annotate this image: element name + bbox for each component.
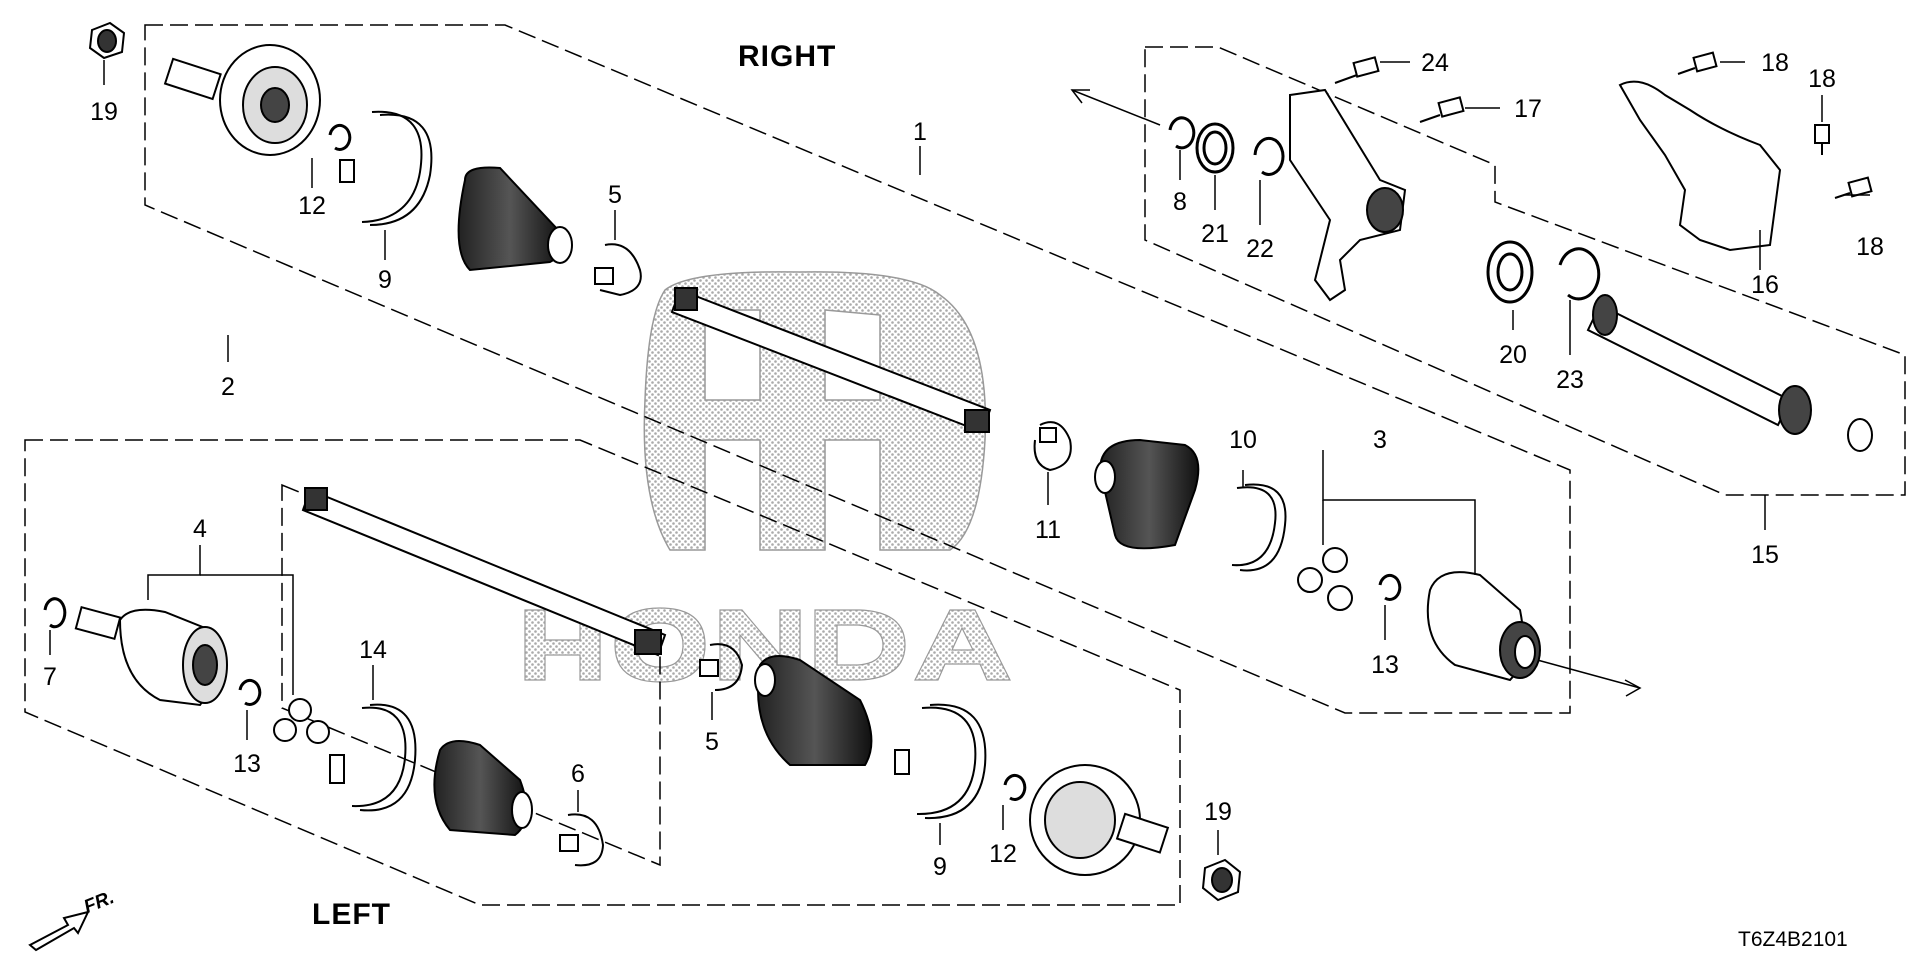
callout-15: 15 <box>1751 541 1779 569</box>
callout-9-left: 9 <box>933 853 947 881</box>
outer-cv-joint-left <box>1029 764 1170 876</box>
callout-21: 21 <box>1201 220 1229 248</box>
outer-boot-left <box>754 655 873 766</box>
callout-11: 11 <box>1035 516 1061 544</box>
callout-24: 24 <box>1421 49 1449 77</box>
callout-17: 17 <box>1514 95 1542 123</box>
boot-band-9-right <box>339 110 433 226</box>
callout-9-right: 9 <box>378 266 392 294</box>
bolt-24 <box>1334 56 1380 84</box>
boot-band-11 <box>1033 421 1072 472</box>
callout-18-b: 18 <box>1808 65 1836 93</box>
callout-7: 7 <box>43 663 57 691</box>
boot-band-9-left <box>894 703 987 820</box>
callout-12-right: 12 <box>298 192 326 220</box>
callout-13-left: 13 <box>233 750 261 778</box>
install-direction-line <box>1529 657 1641 689</box>
tripod-joint-3 <box>1297 547 1353 611</box>
intermediate-shaft-outline <box>1144 46 1906 496</box>
callout-numbers: 19 12 9 5 1 2 4 7 13 14 6 5 9 12 19 11 1… <box>43 49 1884 881</box>
circlip-12-right <box>328 123 352 151</box>
circlip-13-right <box>1378 573 1402 601</box>
callout-5-right: 5 <box>608 181 622 209</box>
callout-2: 2 <box>221 373 235 401</box>
callout-18-a: 18 <box>1761 49 1789 77</box>
callout-14: 14 <box>359 636 387 664</box>
bearing-20 <box>1486 240 1534 304</box>
callout-23: 23 <box>1556 366 1584 394</box>
right-side-heading: RIGHT <box>738 40 837 73</box>
circlip-13-left <box>238 678 262 706</box>
circlip-8 <box>1168 116 1196 150</box>
callout-5-left: 5 <box>705 728 719 756</box>
callout-16: 16 <box>1751 271 1779 299</box>
callout-6: 6 <box>571 760 585 788</box>
inner-boot-right <box>1094 438 1200 550</box>
assembly-direction-arrowhead <box>1070 89 1090 104</box>
circlip-12-left <box>1003 773 1027 801</box>
seal-21 <box>1195 122 1235 174</box>
boot-band-6 <box>559 813 605 867</box>
bolt-18-a <box>1677 51 1718 75</box>
front-direction-arrow <box>28 910 90 952</box>
honda-wordmark-watermark <box>524 607 1011 683</box>
circlip-7 <box>43 597 67 629</box>
leader-lines <box>49 60 1870 855</box>
tripod-joint-4 <box>273 698 330 744</box>
bolt-17 <box>1419 96 1465 123</box>
callout-8: 8 <box>1173 188 1187 216</box>
left-half-shaft <box>301 487 667 657</box>
intermediate-shaft-15 <box>1586 294 1873 452</box>
callout-10: 10 <box>1229 426 1257 454</box>
diagram-code: T6Z4B2101 <box>1738 928 1848 951</box>
callout-13-right: 13 <box>1371 651 1399 679</box>
heat-shield-16 <box>1618 80 1782 252</box>
left-side-heading: LEFT <box>312 898 391 931</box>
boot-band-10 <box>1231 483 1287 572</box>
inner-cv-housing-right <box>1426 571 1541 682</box>
bearing-support-bracket <box>1289 88 1407 302</box>
nut-19-right <box>88 21 126 60</box>
circlip-23 <box>1558 247 1601 301</box>
boot-band-5-left <box>699 643 744 691</box>
callout-19-left: 19 <box>1204 798 1232 826</box>
bolt-18-c <box>1834 176 1873 199</box>
honda-logo-watermark <box>524 271 1011 683</box>
callout-19-right: 19 <box>90 98 118 126</box>
inner-boot-left <box>433 740 533 837</box>
callout-12-left: 12 <box>989 840 1017 868</box>
nut-19-left <box>1201 858 1242 902</box>
outer-boot-right <box>457 166 573 272</box>
assembly-direction-line <box>1071 89 1161 126</box>
shaft-sub-outline <box>281 483 661 867</box>
callout-3: 3 <box>1373 426 1387 454</box>
bolt-18-b <box>1814 124 1830 155</box>
callout-1: 1 <box>913 118 927 146</box>
callout-18-c: 18 <box>1856 233 1884 261</box>
install-direction-arrowhead <box>1624 679 1642 697</box>
boot-band-5-right <box>594 243 642 297</box>
outer-cv-joint-right <box>163 44 321 156</box>
callout-4: 4 <box>193 515 207 543</box>
inner-cv-housing-left <box>74 605 228 707</box>
callout-22: 22 <box>1246 235 1274 263</box>
right-half-shaft <box>670 287 992 434</box>
callout-20: 20 <box>1499 341 1527 369</box>
circlip-22 <box>1253 136 1285 176</box>
left-group-outline <box>24 439 1181 906</box>
right-group-outline <box>144 24 1571 714</box>
boot-band-14 <box>329 703 417 812</box>
